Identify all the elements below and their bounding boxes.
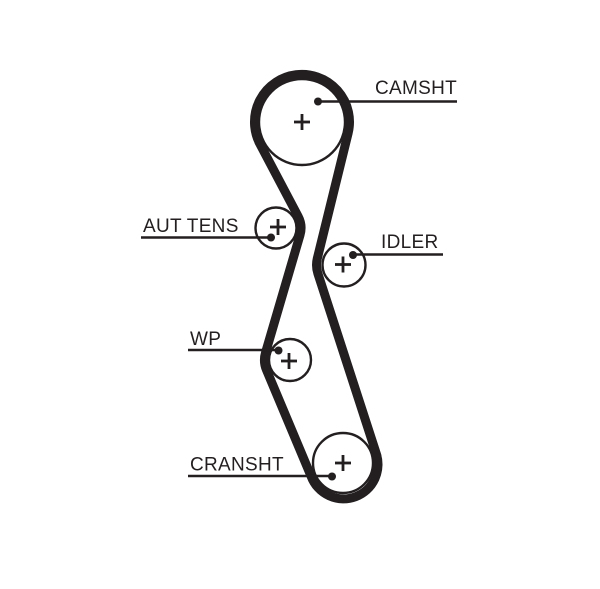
plus-icon-idler: [335, 256, 351, 273]
leader-dot-aut-tens: [267, 233, 275, 242]
plus-icon-camsht: [294, 114, 310, 130]
plus-icon-aut-tens: [270, 219, 286, 235]
pulley-circle-aut-tens: [254, 206, 298, 250]
plus-icon-cransht: [335, 455, 351, 471]
belt-path: [250, 69, 383, 504]
callout-idler: IDLER: [349, 232, 443, 259]
callout-aut-tens: AUT TENS: [141, 216, 275, 242]
label-idler: IDLER: [381, 232, 438, 253]
pulley-circle-camsht: [257, 77, 347, 167]
leader-dot-idler: [349, 251, 357, 259]
label-aut-tens: AUT TENS: [143, 216, 239, 237]
pulley-circle-idler: [321, 242, 367, 288]
callout-camsht: CAMSHT: [314, 78, 457, 106]
pulley-circle-wp: [267, 337, 313, 383]
leader-dot-cransht: [328, 472, 336, 481]
callout-cransht: CRANSHT: [188, 455, 336, 481]
label-camsht: CAMSHT: [375, 78, 457, 99]
leader-dot-wp: [274, 346, 283, 355]
leader-dot-camsht: [314, 97, 322, 106]
callout-wp: WP: [188, 329, 283, 355]
label-cransht: CRANSHT: [190, 455, 284, 476]
plus-icon-wp: [281, 353, 297, 369]
label-wp: WP: [190, 329, 221, 350]
pulley-circle-cransht: [311, 431, 375, 495]
